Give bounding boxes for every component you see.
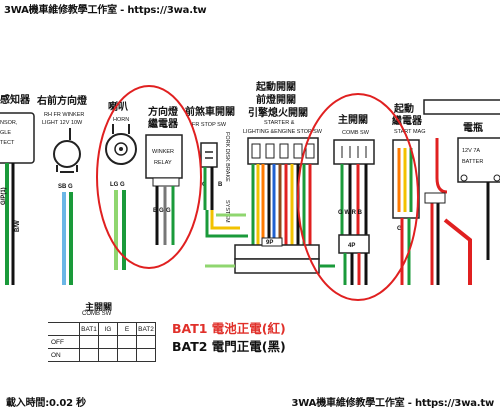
horn-component: 喇叭 HORN LG G — [105, 100, 137, 270]
wire-harness-left — [205, 164, 312, 245]
fr-stop-label-en: FR STOP SW — [192, 122, 227, 128]
sensor-label-en3: TECT — [0, 140, 15, 146]
connector-9p: 9P — [205, 237, 335, 274]
main-switch-wire-label: G W R B — [338, 210, 363, 216]
relay-label-cn1: 方向燈 — [148, 105, 179, 118]
table-header-cell: BAT2 — [136, 322, 156, 336]
battery-label-en2: BATTER — [462, 159, 483, 165]
connector-9p-label: 9P — [266, 240, 273, 246]
fr-stop-label-cn: 前煞車開關 — [185, 105, 235, 118]
battery-label-en1: 12V 7A — [462, 148, 480, 154]
table-header-cell: IG — [98, 322, 118, 336]
main-switch-component: 主開關 COMB SW G W R B 4P — [333, 113, 375, 285]
system-text: SYSTEM — [224, 200, 230, 223]
starter-label-cn2: 前燈開關 — [256, 93, 296, 106]
relay-inner-1: WINKER — [152, 149, 174, 155]
table-row-label: ON — [48, 348, 80, 362]
table-row-label: OFF — [48, 335, 80, 349]
main-switch-label-en: COMB SW — [342, 130, 370, 136]
start-mag-label-en: START MAG — [394, 129, 425, 135]
relay-label-cn2: 繼電器 — [148, 117, 179, 130]
connector-4p-label: 4P — [348, 243, 355, 249]
battery-component: 電瓶 12V 7A BATTER — [423, 99, 500, 285]
starter-label-cn1: 起動開關 — [255, 80, 296, 93]
table-header-cell: E — [117, 322, 137, 336]
watermark-bottom: 3WA機車維修教學工作室 - https://3wa.tw — [291, 398, 495, 409]
sensor-component: 感知器 NSOR, GLE TECT G/P(1) B/W — [0, 93, 35, 285]
start-mag-label-cn2: 繼電器 — [392, 114, 423, 127]
horn-label-en: HORN — [113, 117, 129, 123]
start-mag-wire-label: G — [397, 226, 402, 232]
battery-label-cn: 電瓶 — [463, 121, 483, 134]
starter-label-cn3: 引擎熄火開關 — [248, 106, 308, 119]
switch-table-title-cn: 主開關 — [85, 303, 113, 313]
start-mag-component: 起動 繼電器 START MAG G — [392, 102, 425, 285]
table-row: ON — [48, 348, 156, 362]
winker-bulb-icon — [53, 140, 81, 168]
legend-bat1: BAT1 電池正電(紅) — [172, 321, 286, 336]
relay-inner-2: RELAY — [154, 160, 172, 166]
starter-label-en1: STARTER & — [264, 120, 295, 126]
gp-label: G/P(1) — [1, 187, 7, 205]
rh-winker-label-cn: 右前方向燈 — [36, 94, 88, 107]
fr-stop-switch-component: 前煞車開關 FR STOP SW B G FORK DISK BRAKE SYS… — [185, 105, 235, 223]
switch-table-title-en: COMB SW — [82, 311, 112, 317]
table-row: OFF — [48, 335, 156, 349]
rh-winker-label-en1: RH FR WINKER — [44, 112, 84, 118]
legend-bat2: BAT2 電門正電(黑) — [172, 339, 286, 354]
fr-stop-wire-label: B — [218, 182, 223, 188]
starter-label-en2: LIGHTING &ENGINE STOP SW — [243, 129, 323, 135]
horn-label-cn: 喇叭 — [108, 100, 128, 113]
start-mag-label-cn1: 起動 — [393, 102, 414, 115]
table-header-cell: BAT1 — [79, 322, 99, 336]
table-header-row: BAT1 IG E BAT2 — [48, 322, 156, 336]
sensor-label-en1: NSOR, — [0, 120, 18, 126]
highlight-main-switch-circle — [297, 93, 419, 301]
highlight-relay-circle — [96, 85, 202, 269]
horn-wire-label: LG G — [110, 182, 125, 188]
switch-truth-table: BAT1 IG E BAT2 OFF ON — [48, 322, 156, 362]
relay-wire-label: B GrG — [153, 208, 171, 214]
rh-winker-component: 右前方向燈 RH FR WINKER LIGHT 12V 10W SB G — [36, 94, 88, 285]
sensor-label-en2: GLE — [0, 130, 11, 136]
sensor-label-cn: 感知器 — [0, 93, 31, 106]
rh-winker-wire-label: SB G — [58, 184, 73, 190]
rh-winker-label-en2: LIGHT 12V 10W — [42, 120, 83, 126]
watermark-top: 3WA機車維修教學工作室 - https://3wa.tw — [4, 5, 207, 16]
bw-label: B/W — [15, 220, 21, 232]
load-time-text: 載入時間:0.02 秒 — [6, 398, 86, 409]
main-switch-label-cn: 主開關 — [338, 113, 368, 126]
starter-switch-component: 起動開關 前燈開關 引擎熄火開關 STARTER & LIGHTING &ENG… — [243, 80, 323, 165]
winker-relay-component: 方向燈 繼電器 WINKER RELAY B GrG — [145, 105, 183, 245]
fork-disk-text: FORK DISK BRAKE — [224, 132, 230, 182]
